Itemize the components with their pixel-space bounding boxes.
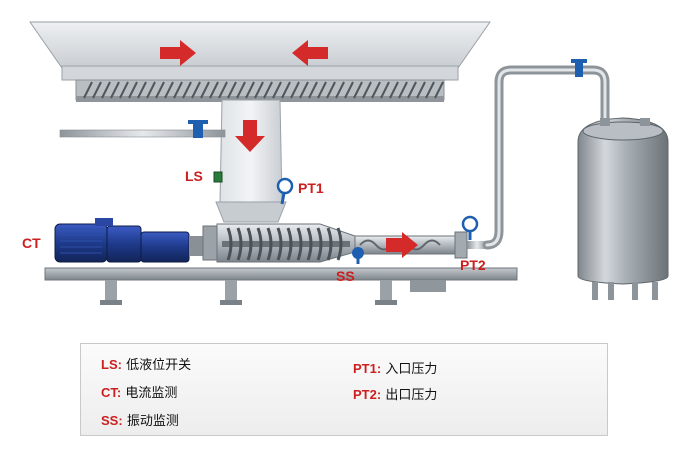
hopper — [29, 21, 491, 102]
label-pt1: PT1 — [298, 180, 324, 196]
label-ls: LS — [185, 168, 203, 184]
label-ss: SS — [336, 268, 355, 284]
legend-item-pt2: PT2: 出口压力 — [353, 384, 437, 403]
level-switch-icon — [213, 171, 223, 183]
pressure-gauge-pt2-icon — [461, 215, 479, 240]
vibration-sensor-icon — [352, 247, 364, 264]
legend-item-ct: CT: 电流监测 — [101, 382, 177, 401]
hopper-arrow-left — [292, 40, 328, 66]
legend-text: 振动监测 — [126, 414, 179, 429]
label-ct: CT — [22, 235, 41, 251]
motor — [54, 218, 203, 263]
legend-item-ss: SS: 振动监测 — [101, 410, 179, 429]
legend-item-pt1: PT1: 入口压力 — [353, 358, 437, 377]
legend-key: PT1: — [353, 361, 382, 376]
legend-text: 电流监测 — [125, 386, 178, 401]
pump-auger — [222, 227, 350, 261]
legend-item-ls: LS: 低液位开关 — [101, 354, 191, 373]
chute-arrow-down — [235, 120, 265, 152]
base-frame — [44, 267, 518, 305]
legend-key: LS: — [101, 357, 122, 372]
legend-key: SS: — [101, 413, 123, 428]
legend-key: PT2: — [353, 387, 382, 402]
legend-text: 入口压力 — [385, 362, 438, 377]
legend-key: CT: — [101, 385, 122, 400]
feed-chute — [215, 99, 287, 223]
pump-flow-arrow — [386, 232, 418, 258]
legend: LS: 低液位开关 CT: 电流监测 SS: 振动监测 PT1: 入口压力 PT… — [80, 343, 608, 436]
inlet-pipe — [59, 129, 226, 138]
legend-text: 低液位开关 — [126, 358, 192, 373]
pressure-gauge-pt1-icon — [276, 177, 294, 205]
storage-tank — [577, 117, 669, 300]
legend-text: 出口压力 — [385, 388, 438, 403]
valve-icon — [188, 120, 208, 138]
hopper-arrow-right — [160, 40, 196, 66]
label-pt2: PT2 — [460, 257, 486, 273]
hopper-auger — [83, 81, 444, 99]
outlet-pipe — [467, 65, 610, 250]
top-valve-icon — [571, 59, 587, 77]
pump-body — [202, 223, 468, 263]
